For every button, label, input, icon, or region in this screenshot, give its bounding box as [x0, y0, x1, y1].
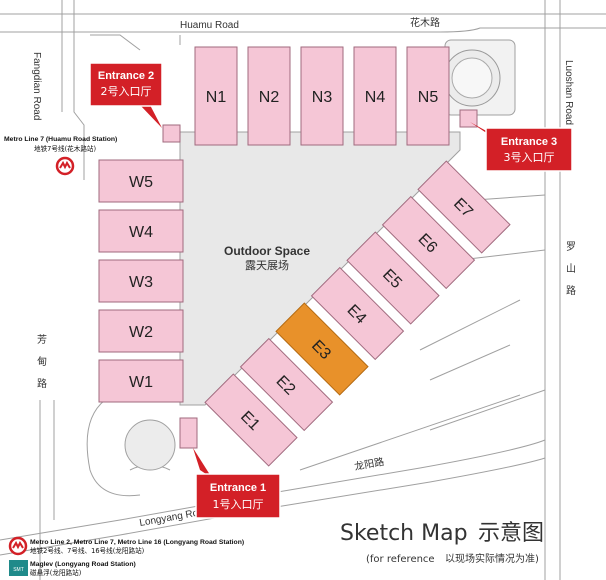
hall-shape: [239, 337, 334, 432]
entrance-2-callout[interactable]: Entrance 2 2号入口厅: [89, 62, 163, 128]
metro-icon: [55, 156, 75, 176]
hall-shape: [204, 373, 298, 467]
metro-huamu: Metro Line 7 (Huamu Road Station) 地铁7号线(…: [4, 136, 117, 176]
title-cn: 示意图: [478, 521, 544, 546]
hall-label: N1: [206, 89, 227, 106]
metro-icon: [8, 536, 28, 556]
hall-shape: [98, 359, 184, 403]
hall-shape: [381, 195, 476, 290]
hall-w2[interactable]: W2: [98, 309, 184, 353]
hall-label: N4: [365, 89, 386, 106]
hall-n5[interactable]: N5: [406, 46, 450, 146]
road-label-fangdian-cn-3: 路: [37, 377, 47, 390]
hall-e5[interactable]: E5: [346, 231, 440, 325]
hall-e1[interactable]: E1: [204, 373, 298, 467]
hall-shape: [247, 46, 291, 146]
outdoor-space-label: Outdoor Space: [224, 244, 310, 258]
entrance-2-cn: 2号入口厅: [101, 85, 152, 98]
hall-label: W3: [129, 274, 153, 291]
hall-shape: [353, 46, 397, 146]
subtitle-cn: 以现场实际情况为准): [445, 552, 539, 565]
hall-e6[interactable]: E6: [381, 195, 476, 290]
hall-label: N2: [259, 89, 280, 106]
hall-n4[interactable]: N4: [353, 46, 397, 146]
hall-shape: [194, 46, 238, 146]
outdoor-space-label-cn: 露天展场: [245, 258, 289, 272]
hall-w5[interactable]: W5: [98, 159, 184, 203]
hall-label: W4: [129, 224, 153, 241]
road-label-huamu-en: Huamu Road: [180, 20, 239, 31]
roundabout: [124, 419, 176, 471]
metro-huamu-cn: 地铁7号线(花木路站): [34, 144, 96, 153]
maglev-icon: SMT: [9, 560, 28, 576]
title-en: Sketch Map: [340, 521, 468, 546]
hall-shape: [417, 160, 511, 254]
hall-shape: [346, 231, 440, 325]
entrance-3-cn: 3号入口厅: [504, 151, 555, 164]
road-label-fangdian-cn-2: 甸: [37, 355, 47, 368]
entrance-3-callout[interactable]: Entrance 3 3号入口厅: [470, 122, 573, 172]
hall-w3[interactable]: W3: [98, 259, 184, 303]
road-label-luoshan-cn-2: 山: [566, 263, 576, 275]
hall-n2[interactable]: N2: [247, 46, 291, 146]
road-label-huamu-cn: 花木路: [410, 16, 440, 29]
hall-shape: [406, 46, 450, 146]
road-label-luoshan-en: Luoshan Road: [563, 60, 574, 125]
north-halls: N1 N2 N3 N4 N5: [194, 46, 450, 146]
hall-shape: [300, 46, 344, 146]
legend-metro-en: Metro Line 2, Metro Line 7, Metro Line 1…: [30, 539, 244, 546]
road-label-fangdian-en: Fangdian Road: [31, 52, 42, 120]
hall-shape: [98, 309, 184, 353]
legend-metro-cn: 地铁2号线、7号线、16号线(龙阳路站): [30, 546, 144, 555]
hall-e3[interactable]: E3: [275, 302, 369, 396]
subtitle-en: (for reference: [366, 554, 435, 565]
hall-label: W1: [129, 374, 153, 391]
entrance-buildings: [162, 109, 478, 449]
hall-label: W2: [129, 324, 153, 341]
entrance-2-title: Entrance 2: [98, 70, 154, 82]
circular-building: [443, 39, 516, 116]
hall-shape: [98, 209, 184, 253]
hall-shape: [275, 302, 369, 396]
hall-label: W5: [129, 174, 153, 191]
entrance-3-title: Entrance 3: [501, 136, 557, 148]
map-title: Sketch Map 示意图 (for reference 以现场实际情况为准): [340, 521, 544, 565]
metro-huamu-en: Metro Line 7 (Huamu Road Station): [4, 136, 117, 143]
hall-label: N3: [312, 89, 333, 106]
road-label-fangdian-cn-1: 芳: [37, 333, 47, 346]
hall-w4[interactable]: W4: [98, 209, 184, 253]
hall-e2[interactable]: E2: [239, 337, 334, 432]
hall-shape: [98, 259, 184, 303]
maglev-badge: SMT: [13, 567, 24, 573]
road-label-luoshan-cn-1: 罗: [566, 241, 576, 253]
road-label-luoshan-cn-3: 路: [566, 284, 576, 297]
hall-e7[interactable]: E7: [417, 160, 511, 254]
entrance-1-callout[interactable]: Entrance 1 1号入口厅: [193, 448, 281, 519]
hall-e4[interactable]: E4: [310, 266, 405, 361]
hall-shape: [310, 266, 405, 361]
entrance-1-cn: 1号入口厅: [213, 498, 264, 511]
legend-maglev-en: Maglev (Longyang Road Station): [30, 561, 136, 568]
legend-maglev-cn: 磁悬浮(龙阳路站): [30, 568, 81, 577]
hall-label: N5: [418, 89, 439, 106]
hall-n1[interactable]: N1: [194, 46, 238, 146]
road-label-longyang-cn: 龙阳路: [353, 455, 385, 473]
hall-n3[interactable]: N3: [300, 46, 344, 146]
legend: Metro Line 2, Metro Line 7, Metro Line 1…: [8, 536, 244, 577]
hall-shape: [98, 159, 184, 203]
entrance-1-title: Entrance 1: [210, 482, 266, 494]
hall-w1[interactable]: W1: [98, 359, 184, 403]
